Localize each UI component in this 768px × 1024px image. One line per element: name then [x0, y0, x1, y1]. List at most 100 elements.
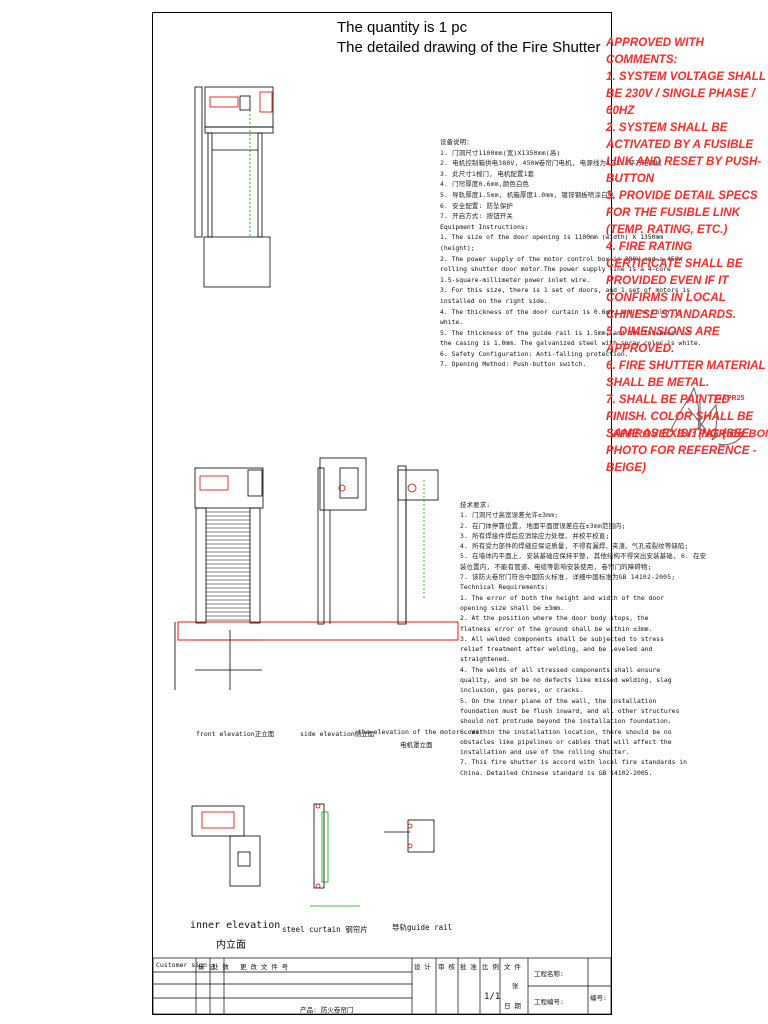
technical-line: should not protrude beyond the installat… — [460, 717, 672, 726]
side-elevation-drawing — [317, 457, 367, 625]
technical-zh-line: 3. 所有焊接件焊后应消除应力处理, 并校平校直; — [460, 531, 610, 540]
approved-by: APPROVED BY: PATRICK BOMBASE — [612, 428, 768, 440]
equipment-line: 2. The power supply of the motor control… — [440, 254, 683, 263]
approval-comment: 1. SYSTEM VOLTAGE SHALL BE 230V / SINGLE… — [606, 70, 766, 117]
equipment-line: rolling shutter door motor.The power sup… — [440, 265, 671, 274]
equipment-line: the casing is 1.0mm. The galvanized stee… — [440, 339, 702, 348]
steel-curtain-caption: steel curtain 钢帘片 — [282, 925, 368, 934]
file-label: 文 件 — [504, 963, 521, 971]
top-elevation-thumbnail — [194, 86, 274, 288]
motor-cover-drawing — [397, 465, 439, 625]
technical-line: quality, and sh be no defects like misse… — [460, 676, 672, 685]
technical-line: 4. The welds of all stressed components … — [460, 665, 661, 674]
equipment-line: 7. Opening Method: Push-button switch. — [440, 360, 587, 369]
equipment-zh-line: 3. 此尺寸1樘门, 电机配置1套 — [440, 169, 535, 178]
equipment-heading: Equipment Instructions: — [440, 222, 529, 231]
equipment-zh-line: 4. 门帘厚度0.6mm,颜色白色 — [440, 180, 530, 189]
technical-requirements: 技术要求: 1. 门洞尺寸高宽误差允许±3mm; 2. 在门体停靠位置, 地面平… — [460, 500, 706, 778]
technical-heading: Technical Requirements: — [460, 583, 549, 592]
project-no-label: 工程编号: — [534, 998, 564, 1006]
equipment-zh-line: 1. 门洞尺寸1100mm(宽)X1350mm(高) — [440, 148, 561, 157]
technical-line: installation and use of the rolling shut… — [460, 748, 630, 757]
customer-sign-label: Customer sign — [156, 961, 207, 969]
equipment-line: 6. Safety Configuration: Anti-falling pr… — [440, 349, 629, 358]
approval-comment: 7. SHALL BE PAINTED FINISH. COLOR SHALL … — [606, 393, 757, 474]
technical-zh-line: 5. 在墙体内平面上, 安装基础应保持平整, 其他结构不得突出安装基础, 6. … — [460, 552, 707, 561]
revision-label: 更 改 文 件 号 — [240, 963, 289, 971]
equipment-line: installed on the right side. — [440, 296, 548, 305]
sheet-value: 1/1 — [484, 992, 501, 1002]
technical-zh-line: 2. 在门体停靠位置, 地面平面度误差应在±3mm范围内; — [460, 521, 626, 530]
technical-line: opening size shall be ±3mm. — [460, 603, 564, 612]
equipment-zh-line: 5. 导轨厚度1.5mm, 机箱厚度1.0mm, 镀锌钢板喷涂白色 — [440, 190, 615, 199]
technical-line: 1. The error of both the height and widt… — [460, 593, 664, 602]
design-label: 设 计 — [414, 963, 431, 971]
equipment-line: 1.5-square-millimeter power inlet wire. — [440, 275, 591, 284]
equipment-zh-line: 6. 安全配置: 防坠保护 — [440, 201, 513, 210]
check-label: 审 核 — [438, 963, 455, 971]
approval-comment: 3. PROVIDE DETAIL SPECS FOR THE FUSIBLE … — [606, 189, 758, 236]
drawing-name-line: The detailed drawing of the Fire Shutter — [337, 39, 601, 56]
technical-zh-line: 4. 所有受力部件的焊缝应保证质量, 不得有漏焊、夹渣、气孔或裂纹等缺陷; — [460, 542, 689, 551]
approval-comments: APPROVED WITH COMMENTS: 1. SYSTEM VOLTAG… — [606, 34, 768, 476]
quantity-line: The quantity is 1 pc — [337, 19, 468, 36]
technical-line: inclusion, gas pores, or cracks. — [460, 686, 584, 695]
equipment-line: 5. The thickness of the guide rail is 1.… — [440, 328, 691, 337]
technical-line: 3. All welded components shall be subjec… — [460, 634, 664, 643]
technical-zh-line: 1. 门洞尺寸高宽误差允许±3mm; — [460, 511, 559, 520]
inner-elevation-caption-zh: 内立面 — [216, 940, 246, 951]
date-label: 日 期 — [504, 1002, 521, 1010]
motor-cover-caption-zh: 电机罩立面 — [400, 741, 433, 749]
front-elevation-caption: front elevation正立面 — [196, 730, 275, 738]
approve-label: 批 准 — [460, 963, 477, 971]
technical-line: relief treatment after welding, and be l… — [460, 645, 653, 654]
front-elevation-drawing — [174, 467, 264, 690]
inner-elevation-caption: inner elevation — [190, 920, 281, 931]
approval-comment: 5. DIMENSIONS ARE APPROVED. — [606, 325, 720, 355]
equipment-line: 3. For this size, there is 1 set of door… — [440, 286, 691, 295]
equipment-zh-line: 7. 开启方式: 按钮开关 — [440, 212, 513, 221]
count-label: 处 数 — [212, 963, 229, 971]
technical-line: flatness error of the ground shall be wi… — [460, 624, 653, 633]
equipment-zh-line: 设备说明： — [440, 138, 473, 146]
drawing-sheet-border — [152, 12, 612, 1015]
scale-label: 比 例 — [482, 963, 499, 971]
guide-rail-caption: 导轨guide rail — [392, 923, 453, 932]
project-name-label: 工程名称: — [534, 970, 564, 978]
marks-label: 标 记 — [198, 963, 215, 971]
steel-curtain-drawing — [310, 803, 360, 907]
technical-line: foundation must be flush inward, and all… — [460, 706, 680, 715]
equipment-line: 4. The thickness of the door curtain is … — [440, 307, 683, 316]
approval-date: 23APR25 — [714, 395, 745, 402]
equipment-zh-line: 2. 电机控制箱供电380V, 450W卷帘门电机, 电源线为4芯1.5平方电源… — [440, 159, 662, 168]
motor-cover-caption: the elevation of the motor cover — [358, 728, 484, 736]
equipment-line: white. — [440, 318, 464, 327]
equipment-line: (height); — [440, 243, 475, 252]
technical-line: straightened. — [460, 655, 511, 664]
technical-zh-line: 7. 该防火卷帘门符合中国防火标准, 详细中国标准为GB 14102-2005; — [460, 573, 676, 582]
number-label: 编号: — [590, 994, 607, 1002]
sheet-label: 张 — [512, 982, 519, 990]
product-label: 产品: 防火卷帘门 — [300, 1006, 354, 1014]
approval-heading: APPROVED WITH COMMENTS: — [606, 36, 704, 66]
technical-line: 6. Within the installation location, the… — [460, 727, 672, 736]
inner-elevation-drawing — [191, 805, 261, 887]
approval-comment: 2. SYSTEM SHALL BE ACTIVATED BY A FUSIBL… — [606, 121, 762, 185]
technical-line: 5. On the inner plane of the wall, the i… — [460, 696, 657, 705]
side-elevation-caption: side elevation侧立面 — [300, 730, 375, 738]
approval-comment: 6. FIRE SHUTTER MATERIAL SHALL BE METAL. — [606, 359, 766, 389]
equipment-notes: 设备说明： 1. 门洞尺寸1100mm(宽)X1350mm(高) 2. 电机控制… — [440, 137, 702, 370]
equipment-line: 1. The size of the door opening is 1100m… — [440, 233, 664, 242]
technical-zh-line: 技术要求: — [460, 501, 491, 509]
technical-line: 7. This fire shutter is accord with loca… — [460, 758, 688, 767]
technical-line: obstacles like pipelines or cables that … — [460, 737, 672, 746]
guide-rail-drawing — [384, 819, 435, 853]
approval-comment: 4. FIRE RATING CERTIFICATE SHALL BE PROV… — [606, 240, 743, 321]
technical-line: 2. At the position where the door body s… — [460, 614, 649, 623]
approval-signature — [669, 386, 743, 446]
technical-zh-line: 装位置内, 不能有管道、电缆等影响安装使用, 卷帘门的障碍物; — [460, 562, 652, 571]
drawing-title: The quantity is 1 pc The detailed drawin… — [337, 18, 600, 58]
title-block-frame — [152, 957, 612, 1015]
technical-line: China. Detailed Chinese standard is GB 1… — [460, 768, 653, 777]
